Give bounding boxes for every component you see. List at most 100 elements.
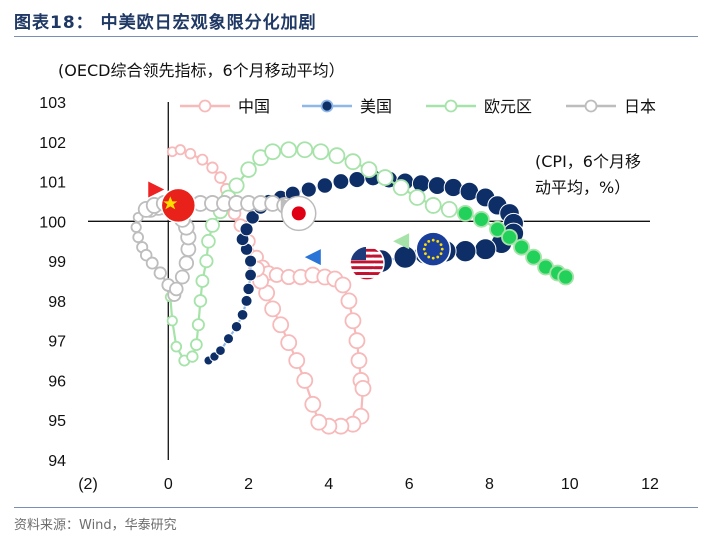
data-point [334,276,352,294]
data-point [214,171,227,184]
y-tick-label: 97 [48,334,66,351]
data-point [174,269,190,285]
x-tick-label: 2 [244,476,253,493]
legend-label: 中国 [238,97,270,116]
data-point [170,340,183,353]
flag-japan-icon [281,195,317,232]
legend-marker [320,99,334,113]
legend-item-japan: 日本 [566,97,656,116]
data-point [130,221,142,233]
data-point [376,169,394,186]
data-point [196,153,209,166]
series-layer [130,141,575,435]
data-point [348,332,366,350]
data-point [288,352,306,369]
data-point [230,321,243,333]
data-point [240,161,257,178]
data-point [174,144,186,156]
y-tick-label: 98 [48,294,66,311]
data-point [296,141,314,159]
y-tick-label: 101 [39,175,66,192]
data-point [350,352,368,369]
y-tick-label: 96 [48,373,66,390]
data-point [215,345,226,356]
x-tick-label: 12 [641,476,659,493]
data-point [239,222,254,237]
data-point [501,228,518,246]
flag-china-icon [160,187,197,224]
y-tick-label: 95 [48,413,66,430]
legend-marker [198,99,212,113]
data-point [316,177,334,194]
data-point [195,274,210,288]
x-tick-label: (2) [78,476,98,493]
direction-arrow [393,233,410,250]
legend-item-china: 中国 [180,97,270,116]
y-axis-label: (OECD综合领先指标，6个月移动平均） [58,61,345,80]
x-tick-label: 0 [164,476,173,493]
data-point [244,268,257,282]
y-tick-label: 102 [39,135,66,152]
data-point [513,238,530,256]
data-point [525,248,542,266]
legend-label: 美国 [360,97,392,116]
source-note: 资料来源：Wind，华泰研究 [14,518,177,533]
x-tick-label: 4 [324,476,333,493]
data-point [169,281,184,297]
data-point [310,413,328,431]
legend-item-eu: 欧元区 [426,97,532,116]
legend-marker [584,99,598,113]
series-japan [130,195,308,302]
data-point [489,220,506,238]
data-point [408,189,426,206]
data-point [332,173,350,190]
data-point [272,316,290,334]
data-point [440,200,458,218]
data-point [557,268,575,286]
data-point [206,161,219,174]
data-point [186,350,199,363]
data-point [280,334,298,352]
data-point [242,282,255,296]
x-tick-label: 6 [405,476,414,493]
data-point [454,240,477,263]
data-point [393,245,417,269]
data-point [191,318,205,332]
data-point [427,176,447,195]
title-divider [14,36,698,37]
data-point [304,395,322,413]
figure-title: 图表18： 中美欧日宏观象限分化加剧 [14,13,317,33]
y-tick-label: 94 [48,453,66,470]
data-point [145,256,159,270]
data-point [456,204,474,222]
data-point [132,231,144,244]
data-point [474,238,497,261]
data-point [240,294,253,307]
direction-arrow [148,181,165,198]
data-point [264,143,282,161]
flag-usa-icon [349,245,385,281]
x-tick-label: 10 [561,476,579,493]
data-point [392,179,410,196]
data-point [178,255,195,271]
data-point [222,333,235,345]
data-point [280,141,298,159]
data-point [360,161,378,179]
data-point [296,372,314,389]
data-point [443,177,463,198]
y-tick-label: 100 [39,214,66,231]
data-point [312,143,330,161]
direction-arrow [304,249,321,266]
x-tick-label: 8 [485,476,494,493]
data-point [199,254,214,269]
flag-markers [160,187,451,281]
legend-item-usa: 美国 [302,97,392,116]
legend-label: 欧元区 [484,97,532,116]
data-point [228,177,245,194]
data-point [190,338,203,351]
data-point [153,266,167,280]
data-point [300,181,317,198]
y-tick-label: 99 [48,254,66,271]
